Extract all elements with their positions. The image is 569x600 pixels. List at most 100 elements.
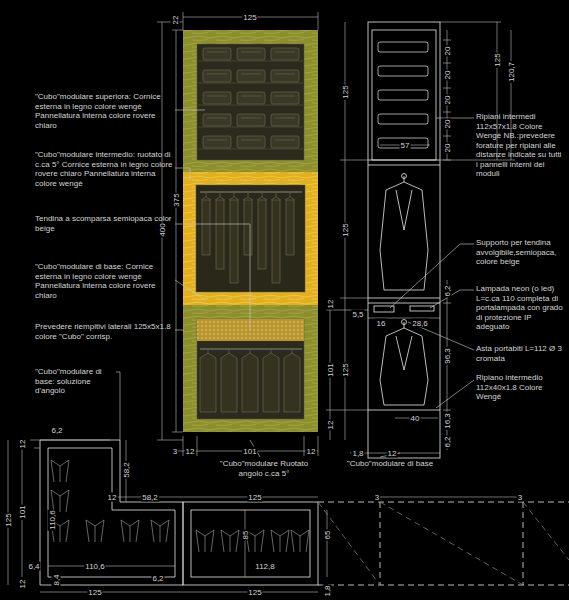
folded-shirt [271, 114, 299, 126]
dimension-value: 125 [341, 362, 350, 377]
hanging-garment [244, 200, 252, 255]
folded-shirt [237, 70, 265, 82]
folded-shirt [203, 114, 231, 126]
dimension-value: 6,2 [151, 574, 164, 583]
dimension-value: 12 [326, 420, 335, 431]
annotation-note: Tendina a scomparsa semiopaca color beig… [35, 214, 173, 233]
dimension-value: 6,2 [443, 284, 452, 297]
shirt-plan [271, 530, 289, 552]
shirt-fold [241, 74, 261, 75]
hanger [201, 192, 211, 200]
plan-views [8, 440, 569, 592]
shirt-fold [207, 96, 227, 97]
dimension-value: 125 [242, 13, 257, 22]
folded-shirt [203, 70, 231, 82]
middle-cube-panel [196, 185, 305, 292]
dimension-value: 12 [18, 579, 27, 590]
curtain-roll [197, 319, 304, 341]
middle-cube-frame [183, 172, 318, 305]
shirt-fold [275, 74, 295, 75]
folded-shirt [203, 48, 231, 60]
dimension-value: 20 [443, 143, 452, 154]
folded-shirt-section [378, 90, 428, 100]
hanging-shirt [221, 349, 237, 412]
dimension-value: 101 [242, 447, 257, 456]
dimension-value: 6,2 [50, 426, 63, 435]
side-section [368, 22, 440, 458]
folded-shirt [237, 92, 265, 104]
corner-base-cube-plan [40, 440, 183, 585]
folded-shirt [237, 114, 265, 126]
shirt-fold [275, 140, 295, 141]
folded-shirt-section [378, 66, 428, 76]
dimension-value: 400 [158, 222, 167, 237]
shelf [198, 83, 303, 84]
annotation-note: "Cubo"modulare di base: Cornice esterna … [35, 262, 173, 300]
dimension-value: 12 [185, 447, 196, 456]
hanging-garment [230, 200, 238, 283]
annotation-note: Supporto per tendina avvolgibile,semiopa… [476, 238, 564, 267]
shirt-plan [121, 520, 139, 542]
shirt-plan [291, 530, 309, 552]
hanging-rod [200, 349, 302, 350]
hanger [229, 192, 239, 200]
hanging-shirt [284, 349, 300, 412]
shirt-plan [86, 520, 104, 542]
dimension-value: 20 [443, 46, 452, 57]
annotation-note: "Cubo"modulare di base: soluzione d'ango… [35, 367, 115, 396]
hanging-garment [216, 200, 224, 269]
module-caption: "Cubo"modulare di base [340, 459, 440, 469]
shirt-fold [241, 118, 261, 119]
dimension-value: 58,2 [122, 461, 131, 479]
dimension-value: 125 [247, 588, 262, 597]
shirt-plan [196, 530, 214, 552]
shelf [198, 127, 303, 128]
jacket [380, 176, 428, 290]
dimension-value: 125 [341, 84, 350, 99]
dimension-value: 12 [18, 439, 27, 450]
front-elevation [183, 30, 318, 432]
dimension-value: 20 [443, 119, 452, 130]
hanging-garment [258, 200, 266, 269]
folded-shirt-section [378, 114, 428, 124]
folded-shirt [271, 92, 299, 104]
shirt-fold [241, 140, 261, 141]
dimension-value: 28,6 [411, 319, 429, 328]
shelf [198, 61, 303, 62]
shirt-plan [151, 520, 169, 542]
shirt-fold [241, 52, 261, 53]
hanger [243, 192, 253, 200]
upper-cube-frame [183, 30, 318, 172]
dimension-value: 125 [493, 52, 502, 67]
dimension-value: 375 [172, 192, 181, 207]
dimension-value: 12 [326, 299, 335, 310]
shirt-fold [207, 118, 227, 119]
dimension-value: 20 [443, 95, 452, 106]
shelf [198, 105, 303, 106]
shirt-fold [207, 74, 227, 75]
dimension-value: 101 [326, 362, 335, 377]
dimension-value: 5,5 [351, 310, 364, 319]
corner-inner-outline [48, 448, 175, 577]
hanger [271, 192, 281, 200]
hanging-shirt [263, 349, 279, 412]
annotation-note: "Cubo"modulare superiora: Cornice estern… [35, 92, 173, 130]
annotation-note: Ripiani intermedi 112x57x1.8 Colore Weng… [476, 112, 564, 179]
dimension-value: 85 [241, 530, 250, 541]
dimension-value: 6,2 [443, 435, 452, 448]
annotation-note: Prevedere riempitivi laterali 125x5x1.8 … [35, 322, 173, 341]
dimension-value: 3 [172, 447, 178, 456]
base-cube-panel [197, 319, 304, 419]
shirt-fold [241, 96, 261, 97]
dimension-value: 65 [323, 530, 332, 541]
stored-clothes [198, 48, 303, 412]
dimension-lines [157, 12, 515, 456]
upper-cube-panel [197, 44, 304, 160]
shirt-fold [207, 140, 227, 141]
module-caption: "Cubo"modulare Ruotato angolo c.ca 5° [216, 459, 312, 478]
jacket [380, 322, 428, 405]
dimension-value: 12 [306, 447, 317, 456]
dimension-value: 110,6 [84, 562, 105, 571]
